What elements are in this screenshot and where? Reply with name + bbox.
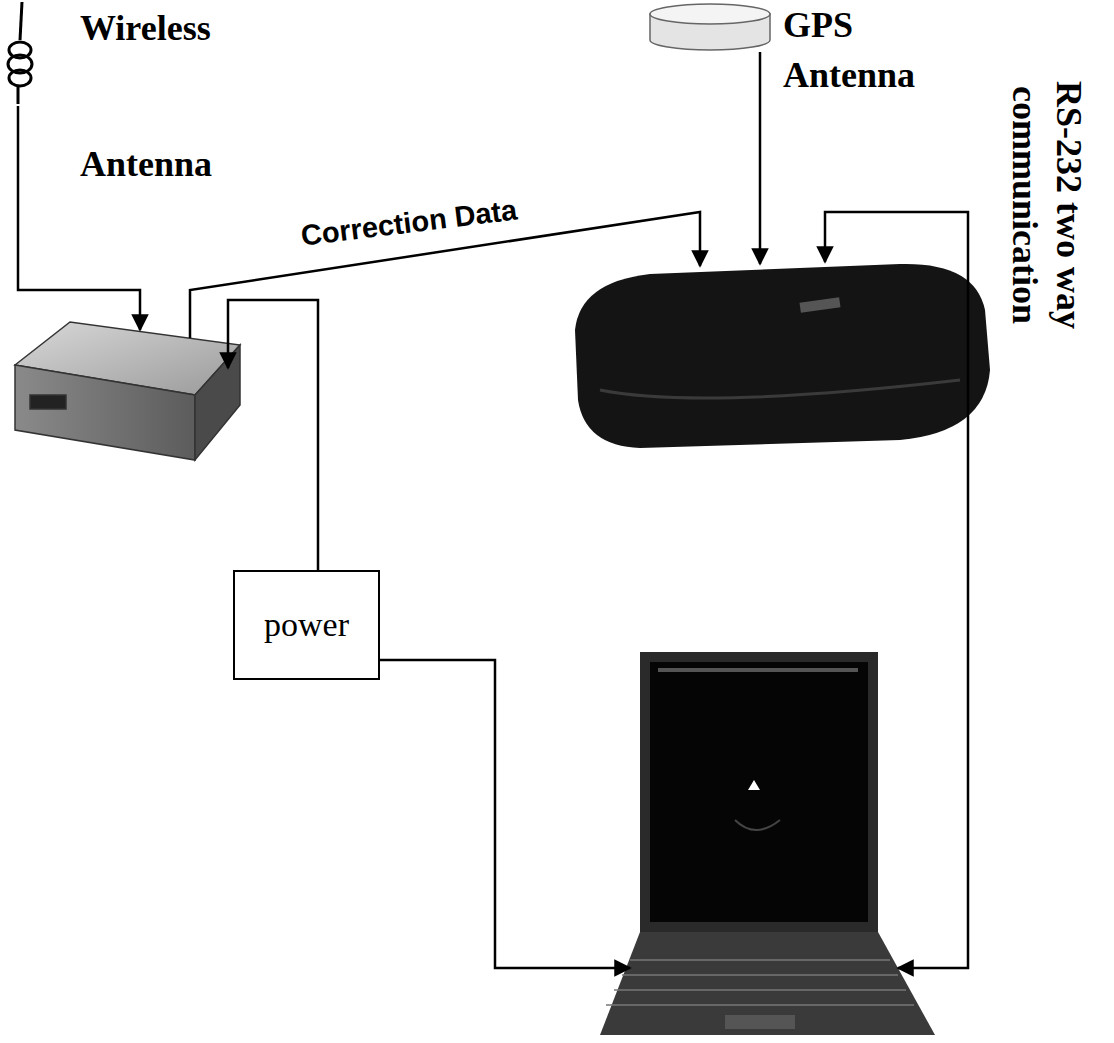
receiver-body [575,264,990,448]
laptop-screen [650,662,868,922]
screen-marker [748,780,760,790]
part-label: Wireless Antenna [80,0,255,232]
laptop-keys [606,960,914,1005]
screen-track [735,820,780,830]
box-label: power [264,606,349,644]
wires [18,52,968,968]
laptop-icon [600,652,935,1035]
link-label: RS-232 two way communication [999,40,1091,370]
receiver-edge [600,380,960,398]
modem-front [15,365,195,460]
laptop-touchpad [725,1015,795,1029]
wire [825,212,968,968]
part-label: GPS Antenna [783,0,953,100]
gps-receiver-icon [575,264,990,448]
radio-modem-icon [15,322,240,460]
wire [759,52,762,264]
power-box: power [233,570,380,680]
wire [18,106,140,330]
wire [380,660,630,968]
receiver-logo [799,297,840,312]
antenna-base [17,86,20,104]
antenna-whip [20,2,22,40]
antenna-coil [9,70,31,86]
wire-label: Correction Data [299,186,561,253]
wire [228,300,318,570]
gps-antenna-top [650,4,770,24]
wireless-antenna-icon [8,2,32,104]
laptop-base [600,932,935,1035]
screen-menu [658,668,858,672]
laptop-lid [640,652,878,932]
modem-slot [30,395,66,409]
modem-side [195,345,240,460]
gps-antenna-icon [650,4,770,50]
